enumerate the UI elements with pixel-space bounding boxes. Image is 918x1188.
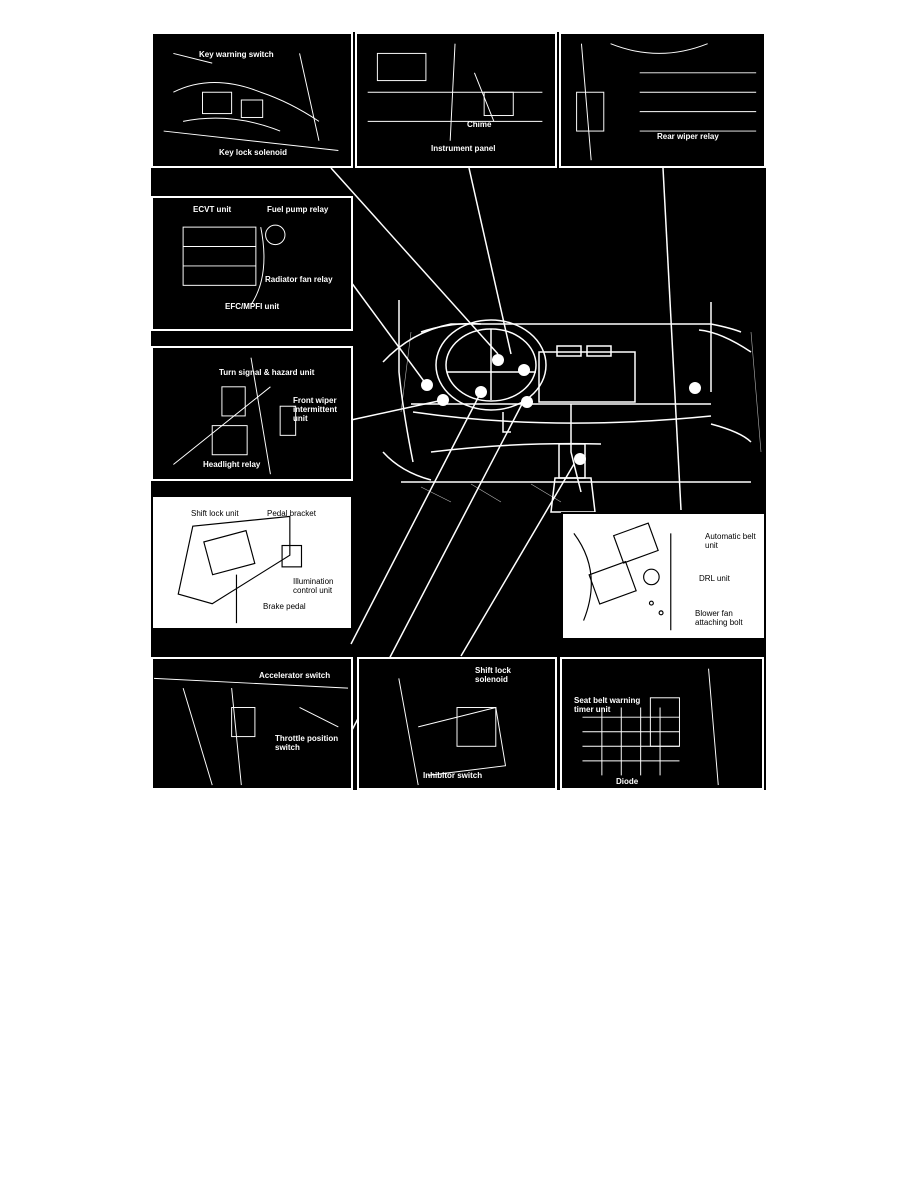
panel-shift-lock-unit: Shift lock unit Pedal bracket Illuminati…: [151, 495, 353, 630]
panel-key-warning: Key warning switch Key lock solenoid: [151, 32, 353, 168]
label-automatic-belt-unit: Automatic belt unit: [705, 532, 756, 550]
location-marker: [492, 354, 504, 366]
label-efc-mpfi-unit: EFC/MPFI unit: [225, 302, 280, 311]
label-accelerator-switch: Accelerator switch: [259, 671, 331, 680]
panel-accelerator-switch: Accelerator switch Throttle position swi…: [151, 657, 353, 790]
label-instrument-panel: Instrument panel: [431, 144, 496, 153]
label-key-warning-switch: Key warning switch: [199, 50, 274, 59]
location-marker: [574, 453, 586, 465]
label-fuel-pump-relay: Fuel pump relay: [267, 205, 329, 214]
dashboard-overview: [330, 167, 762, 733]
panel-shift-lock-solenoid: Shift lock solenoid Inhibitor switch: [357, 657, 557, 790]
label-turn-signal-hazard-unit: Turn signal & hazard unit: [219, 368, 315, 377]
location-marker: [521, 396, 533, 408]
label-key-lock-solenoid: Key lock solenoid: [219, 148, 288, 157]
label-blower-fan-attaching-bolt: Blower fan attaching bolt: [695, 609, 743, 627]
location-marker: [518, 364, 530, 376]
panel-automatic-belt-unit: Automatic belt unit DRL unit Blower fan …: [561, 512, 766, 640]
label-shift-lock-unit: Shift lock unit: [191, 509, 239, 518]
location-marker: [475, 386, 487, 398]
panel-turn-signal: Turn signal & hazard unit Front wiper in…: [151, 346, 353, 481]
component-location-diagram: Key warning switch Key lock solenoid Chi…: [151, 32, 766, 790]
label-diode: Diode: [616, 777, 639, 786]
label-headlight-relay: Headlight relay: [203, 460, 261, 469]
label-radiator-fan-relay: Radiator fan relay: [265, 275, 333, 284]
label-brake-pedal: Brake pedal: [263, 602, 306, 611]
panel-rear-wiper-relay: Rear wiper relay: [559, 32, 766, 168]
label-shift-lock-solenoid: Shift lock solenoid: [475, 666, 512, 684]
location-marker: [437, 394, 449, 406]
label-rear-wiper-relay: Rear wiper relay: [657, 132, 719, 141]
label-drl-unit: DRL unit: [699, 574, 730, 583]
label-pedal-bracket: Pedal bracket: [267, 509, 316, 518]
label-ecvt-unit: ECVT unit: [193, 205, 232, 214]
location-marker: [421, 379, 433, 391]
label-inhibitor-switch: Inhibitor switch: [423, 771, 483, 780]
label-chime: Chime: [467, 120, 492, 129]
label-seat-belt-warning-timer-unit: Seat belt warning timer unit: [574, 696, 641, 714]
label-front-wiper-intermittent-unit: Front wiper intermittent unit: [293, 396, 337, 423]
panel-chime: Chime Instrument panel: [355, 32, 557, 168]
panel-ecvt-unit: ECVT unit Fuel pump relay Radiator fan r…: [151, 196, 353, 331]
label-illumination-control-unit: Illumination control unit: [293, 577, 334, 595]
label-throttle-position-switch: Throttle position switch: [275, 734, 339, 752]
panel-seat-belt-warning: Seat belt warning timer unit Diode: [560, 657, 764, 790]
location-marker: [689, 382, 701, 394]
